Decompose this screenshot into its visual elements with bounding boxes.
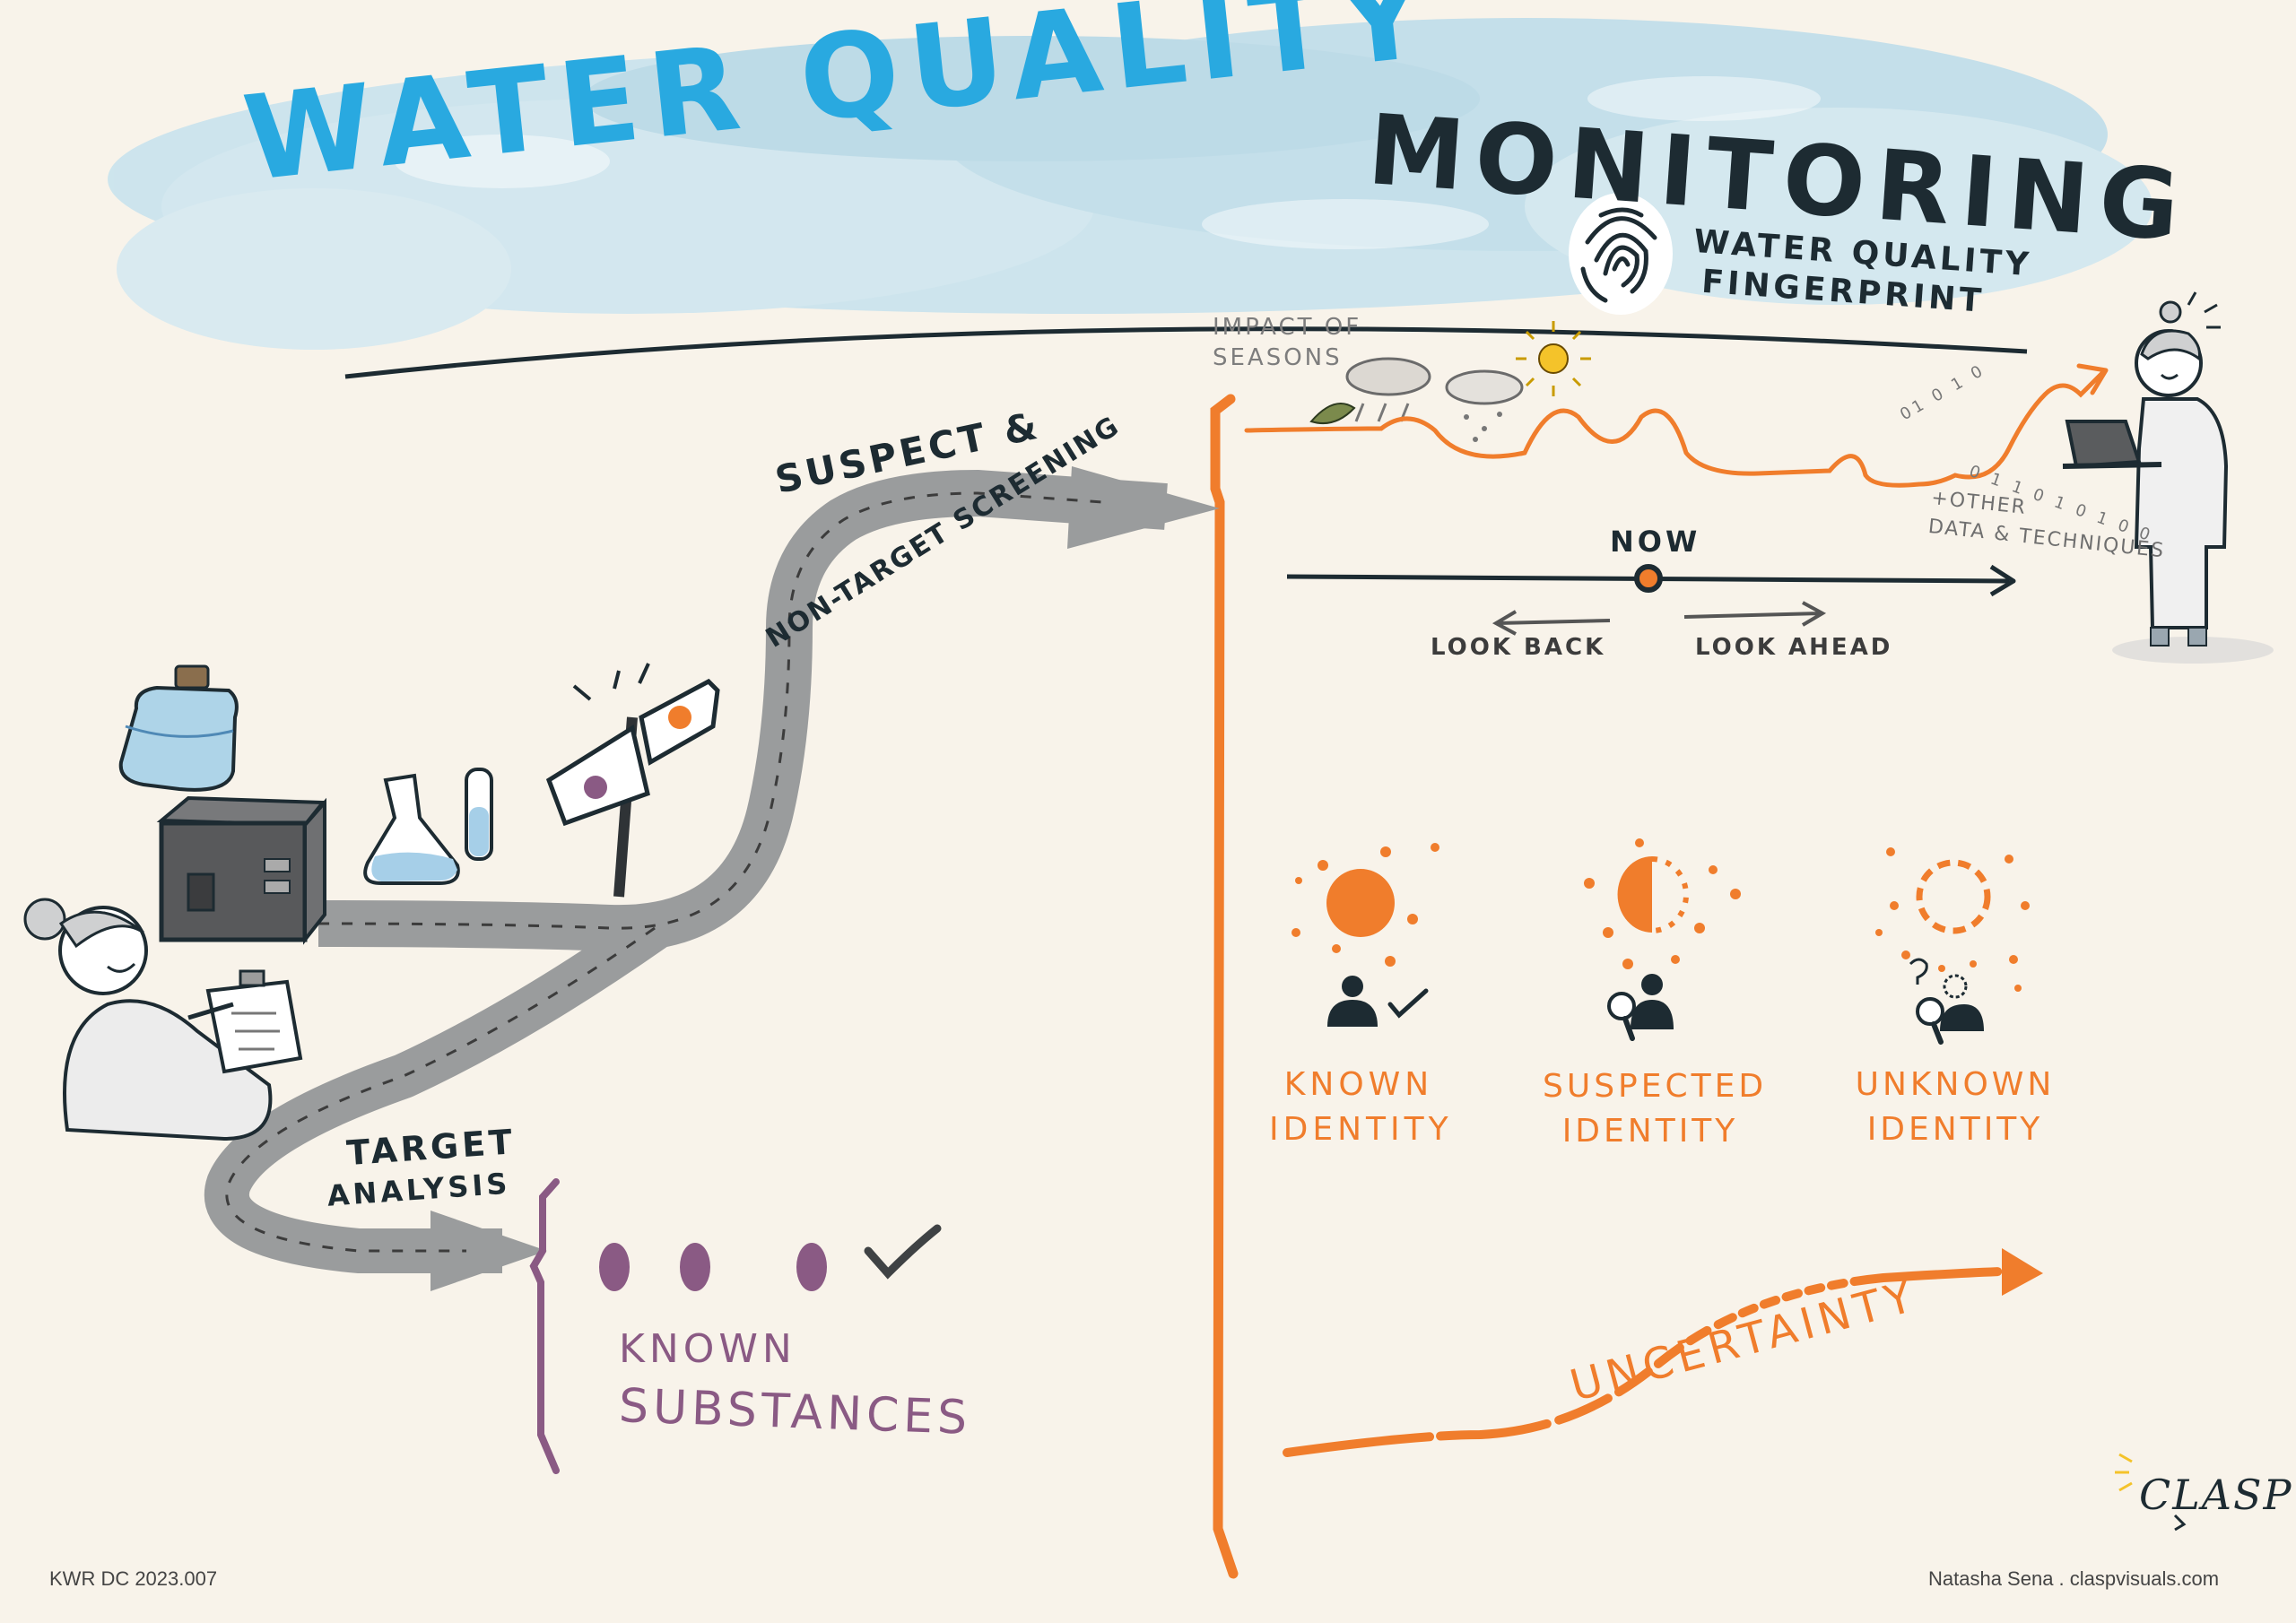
- sky-wash: [108, 18, 2152, 350]
- orange-divider: [1210, 394, 1239, 1579]
- known-substance-dots: [599, 1243, 827, 1291]
- known-substances-label: KNOWN SUBSTANCES: [618, 1318, 972, 1445]
- sun-icon: [1516, 321, 1591, 396]
- footer-credit: Natasha Sena . claspvisuals.com: [1928, 1567, 2220, 1590]
- known-identity-line1: KNOWN: [1283, 1066, 1434, 1103]
- suspected-identity-icon: [1584, 838, 1741, 1041]
- leaf-icon: [1309, 403, 1356, 425]
- fingerprint-trend-line: [1244, 369, 2106, 488]
- suspected-identity-label: SUSPECTED IDENTITY: [1543, 1064, 1768, 1154]
- known-identity-label: KNOWN IDENTITY: [1269, 1063, 1448, 1152]
- uncertainty-curve: [1283, 1267, 2005, 1457]
- lab-building-icon: [156, 795, 327, 945]
- trend-arrowhead: [2076, 363, 2109, 395]
- road-lower-arrowhead: [430, 1211, 547, 1291]
- unknown-identity-icon: [1875, 847, 2030, 1045]
- unknown-identity-line1: UNKNOWN: [1855, 1066, 2056, 1103]
- footer-document-code: KWR DC 2023.007: [49, 1567, 218, 1590]
- look-back-label: LOOK BACK: [1431, 634, 1606, 661]
- look-ahead-label: LOOK AHEAD: [1695, 634, 1893, 661]
- suspected-identity-line1: SUSPECTED: [1543, 1068, 1768, 1105]
- uncertainty-arrowhead: [2002, 1248, 2043, 1296]
- snow-cloud-icon: [1445, 369, 1524, 442]
- road-upper-arrowhead: [1067, 466, 1220, 549]
- known-identity-icon: [1292, 843, 1439, 1027]
- look-back-arrow: [1492, 610, 1611, 636]
- substance-dot-2: [680, 1243, 710, 1291]
- seasons-label: IMPACT OF SEASONS: [1213, 312, 1361, 373]
- scientist-right-illustration: [2062, 291, 2274, 664]
- signpost-icon: [545, 663, 720, 898]
- scientist-left-illustration: [23, 898, 303, 1141]
- substance-dot-3: [796, 1243, 827, 1291]
- known-identity-line2: IDENTITY: [1269, 1111, 1453, 1148]
- suspected-identity-line2: IDENTITY: [1561, 1113, 1739, 1150]
- target-analysis-label: TARGET ANALYSIS: [323, 1121, 520, 1217]
- flask-icon: [363, 773, 460, 885]
- seasons-label-line2: SEASONS: [1213, 344, 1343, 371]
- clasp-logo-icon: [2115, 1453, 2187, 1532]
- fingerprint-icon: [1569, 193, 1673, 315]
- test-tube-icon: [465, 768, 493, 861]
- checkmark-icon: [864, 1224, 942, 1280]
- unknown-identity-line2: IDENTITY: [1866, 1111, 2044, 1148]
- now-label: NOW: [1610, 525, 1701, 559]
- road-network: [204, 466, 1220, 1291]
- water-jar-icon: [118, 664, 239, 792]
- purple-bracket: [529, 1178, 560, 1474]
- seasons-label-line1: IMPACT OF: [1213, 314, 1362, 341]
- timeline-arrowhead: [1989, 564, 2016, 597]
- horizon-line: [344, 326, 2028, 379]
- known-substances-line1: KNOWN: [619, 1326, 796, 1372]
- clasp-logo: CLASP: [2139, 1471, 2293, 1519]
- cloud-highlights: [395, 76, 1821, 249]
- now-marker: [1634, 564, 1663, 593]
- known-substances-line2: SUBSTANCES: [618, 1379, 973, 1445]
- look-ahead-arrow: [1683, 601, 1827, 627]
- substance-dot-1: [599, 1243, 630, 1291]
- unknown-identity-label: UNKNOWN IDENTITY: [1852, 1063, 2058, 1152]
